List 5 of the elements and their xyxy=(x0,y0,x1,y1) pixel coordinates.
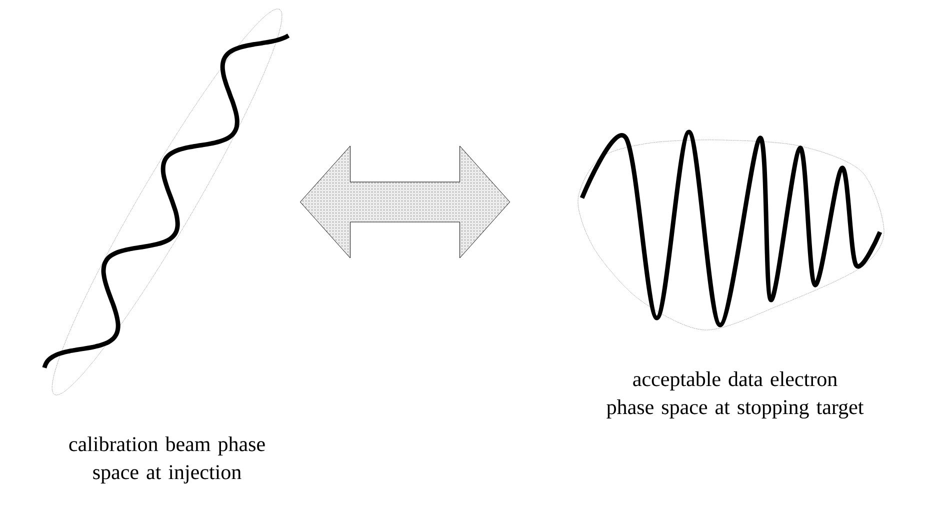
node-label: acceptable data electron phase space at stopping target xyxy=(606,371,864,419)
node-label: calibration beam phase space at injection xyxy=(69,436,265,484)
phase-space-drawing: calibration beam phase space at injection xyxy=(42,9,290,484)
phase-space-drawing: acceptable data electron phase space at stopping target xyxy=(578,130,884,419)
double-arrow xyxy=(300,146,510,258)
